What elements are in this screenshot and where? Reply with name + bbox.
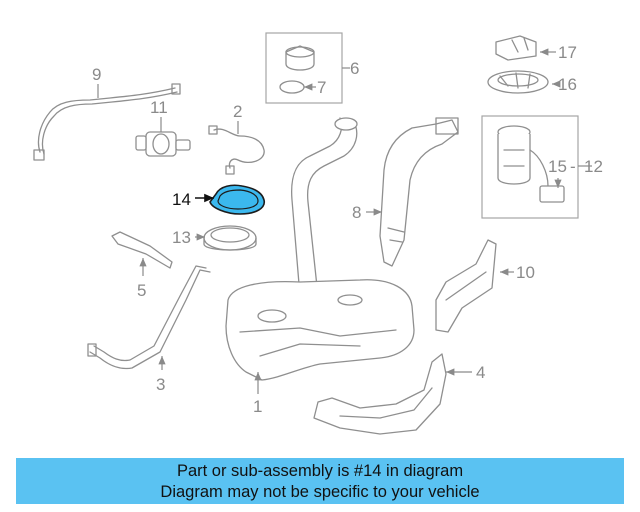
- part-10-mount-bracket[interactable]: [435, 239, 514, 333]
- part-7-o-ring[interactable]: [279, 80, 305, 94]
- box-part-6: [265, 32, 350, 104]
- callout-2: 2: [233, 102, 242, 121]
- box-part-12: [481, 115, 592, 219]
- callout-15: 15: [548, 157, 567, 176]
- part-9-vent-hose[interactable]: [33, 83, 181, 161]
- callout-8: 8: [352, 203, 361, 222]
- callout-12: 12: [584, 157, 603, 176]
- callout-11: 11: [150, 98, 168, 117]
- part-8-filler-pipe[interactable]: [366, 117, 459, 267]
- callout-12-dash: -: [570, 157, 576, 176]
- callout-3: 3: [156, 375, 165, 394]
- part-4-heat-shield[interactable]: [313, 353, 472, 435]
- part-6-cap[interactable]: [285, 45, 315, 71]
- part-5-bracket[interactable]: [111, 231, 173, 276]
- part-16-lock-ring[interactable]: [487, 70, 561, 94]
- callout-16: 16: [558, 75, 577, 94]
- part-14-gasket[interactable]: [195, 184, 265, 215]
- part-15-fuel-pump-module[interactable]: [497, 125, 565, 203]
- callout-14: 14: [172, 190, 191, 209]
- info-banner: Part or sub-assembly is #14 in diagram D…: [16, 458, 624, 504]
- callout-7: 7: [317, 78, 326, 97]
- callout-17: 17: [558, 43, 577, 62]
- callout-4: 4: [476, 363, 485, 382]
- callout-5: 5: [137, 281, 146, 300]
- banner-line-1: Part or sub-assembly is #14 in diagram: [176, 462, 464, 480]
- part-3-tank-strap[interactable]: [87, 265, 211, 370]
- banner-line-2: Diagram may not be specific to your vehi…: [160, 483, 480, 501]
- part-1-fuel-tank[interactable]: [225, 117, 415, 394]
- part-2-sensor-wire[interactable]: [208, 121, 265, 175]
- callout-10: 10: [516, 263, 535, 282]
- part-13-seal-ring[interactable]: [195, 225, 257, 251]
- callout-6: 6: [350, 59, 359, 78]
- callout-13: 13: [172, 228, 191, 247]
- part-17-connector[interactable]: [495, 35, 556, 61]
- callout-1: 1: [253, 397, 262, 416]
- callout-9: 9: [92, 65, 101, 84]
- part-11-fuel-filter[interactable]: [135, 117, 191, 157]
